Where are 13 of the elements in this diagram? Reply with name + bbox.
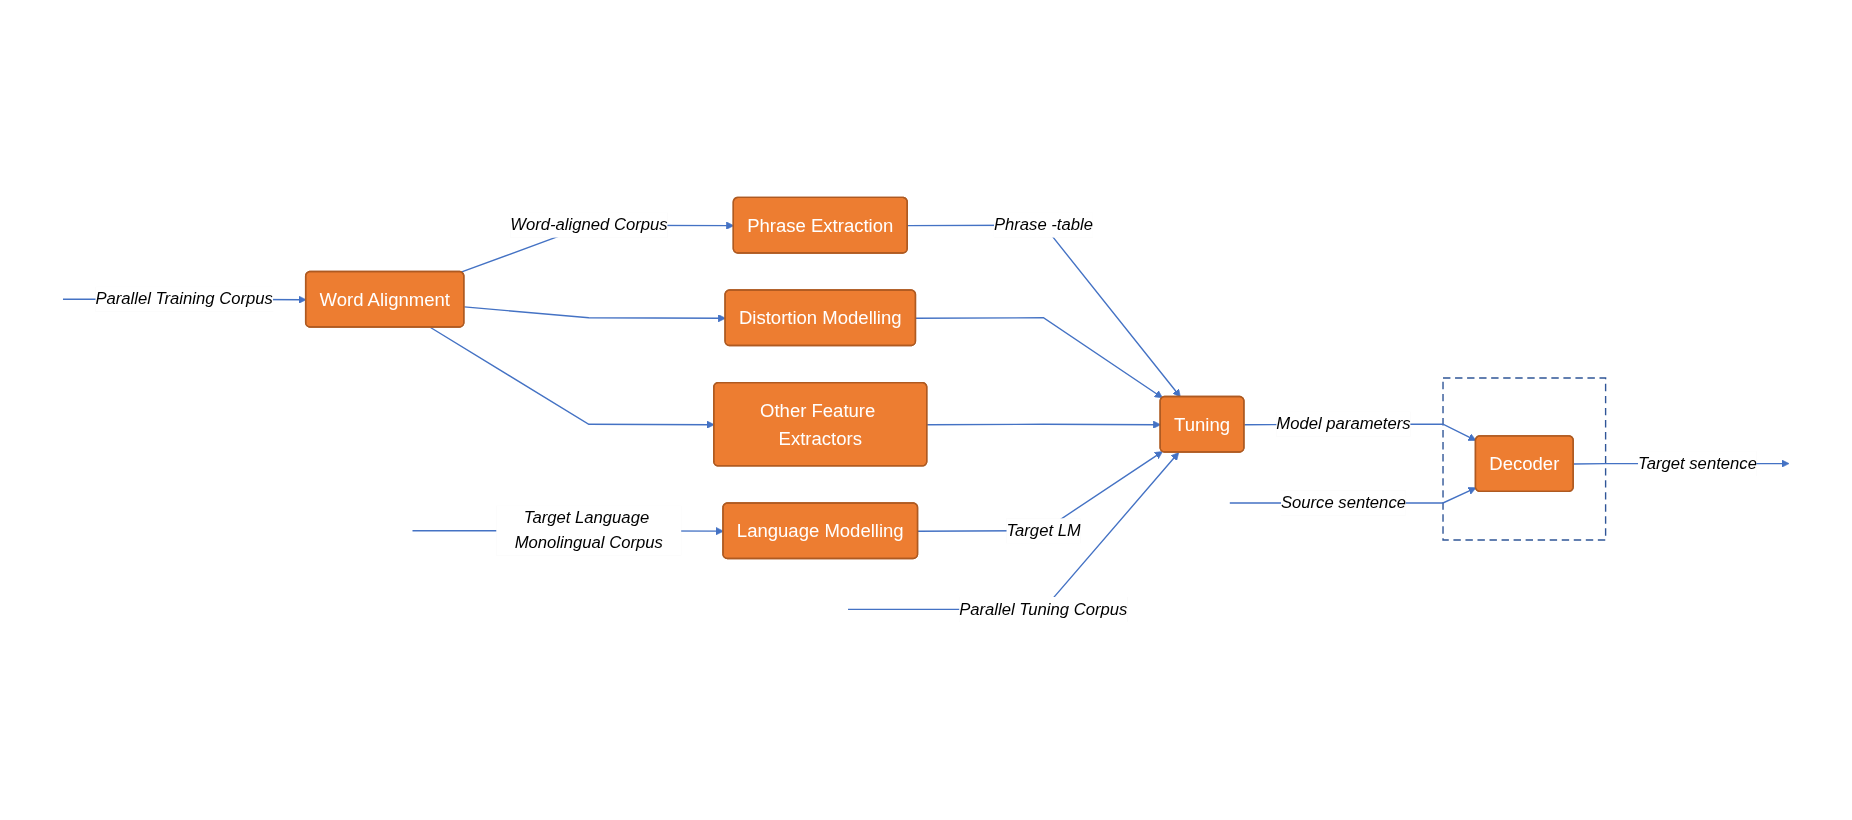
- edge-label: Model parameters: [1276, 414, 1411, 433]
- edge-label: Phrase -table: [993, 215, 1094, 234]
- edge-label: Target Language Monolingual Corpus: [514, 508, 663, 552]
- arrow: [915, 316, 1163, 398]
- arrow: [926, 420, 1161, 429]
- cluster: [1442, 376, 1607, 541]
- edge-label: Parallel Tuning Corpus: [959, 599, 1128, 618]
- edge-label: Target sentence: [1638, 453, 1757, 473]
- edge-label: Parallel Training Corpus: [95, 289, 273, 308]
- edge-label: Target LM: [1006, 520, 1081, 540]
- edge-label: Word-aligned Corpus: [510, 215, 668, 234]
- arrow: [463, 305, 726, 322]
- edge-label: Source sentence: [1280, 492, 1406, 512]
